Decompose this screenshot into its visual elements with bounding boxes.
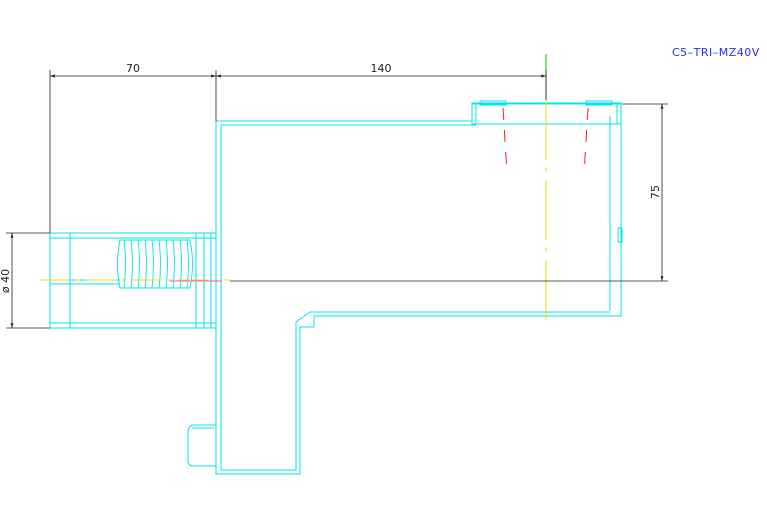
dimension-label-140: 140	[371, 62, 392, 75]
tool-body-outline	[187, 100, 623, 475]
dimension-lines	[6, 70, 668, 329]
dimension-label-75: 75	[649, 185, 662, 199]
thread-ridge	[123, 239, 126, 289]
thread-ridge	[144, 239, 147, 289]
thread-ridge	[165, 239, 168, 289]
drawing-title: C5–TRI–MZ40V	[672, 46, 760, 59]
hidden-lines	[502, 107, 589, 175]
thread-ridge	[151, 239, 154, 289]
thread-ridge	[130, 239, 133, 289]
thread-ridge	[158, 239, 161, 289]
thread-ridge	[137, 239, 140, 289]
thread-envelope	[117, 239, 193, 289]
thread-outline	[117, 239, 193, 289]
thread-ridge	[179, 239, 182, 289]
dimension-label-70: 70	[126, 62, 140, 75]
dimension-label-diameter-40: ø 40	[0, 269, 12, 293]
thread-ridge	[172, 239, 175, 289]
thread-ridge	[186, 239, 189, 289]
